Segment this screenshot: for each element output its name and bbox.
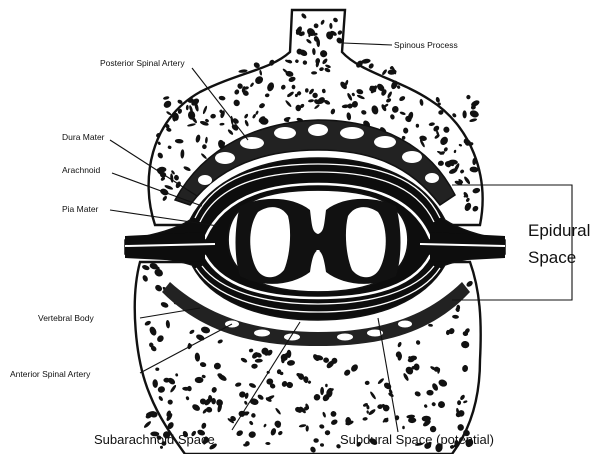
subdural-space-label: Subdural Space (potential) (340, 432, 494, 447)
bone-speckle (469, 118, 478, 123)
dura-mater-label: Dura Mater (62, 132, 105, 142)
bone-speckle (466, 94, 471, 99)
right-nerve-root (430, 232, 505, 262)
bone-speckle (143, 420, 152, 429)
anterior-spinal-artery-label: Anterior Spinal Artery (10, 369, 91, 379)
bone-speckle (163, 96, 170, 101)
bone-speckle (381, 69, 388, 76)
bone-speckle (162, 99, 172, 109)
bone-speckle (402, 426, 405, 430)
bone-speckle (435, 96, 440, 103)
vertebral-body-label: Vertebral Body (38, 313, 95, 323)
left-nerve-root (125, 232, 205, 262)
epidural-space-label-line1: Epidural (528, 221, 590, 240)
epidural-space-label-line2: Space (528, 248, 576, 267)
bone-speckle (456, 412, 461, 417)
left-horn (250, 207, 290, 277)
bone-speckle (301, 31, 304, 35)
right-horn (346, 207, 386, 277)
posterior-spinal-artery-label: Posterior Spinal Artery (100, 58, 185, 68)
bone-speckle (368, 62, 375, 69)
spinous-process-label: Spinous Process (394, 40, 458, 50)
pia-mater-label: Pia Mater (62, 204, 99, 214)
bone-speckle (462, 110, 466, 118)
bone-speckle (469, 109, 480, 119)
arachnoid-label: Arachnoid (62, 165, 101, 175)
subarachnoid-space-label: Subarachnoid Space (94, 432, 215, 447)
bone-speckle (195, 377, 204, 383)
